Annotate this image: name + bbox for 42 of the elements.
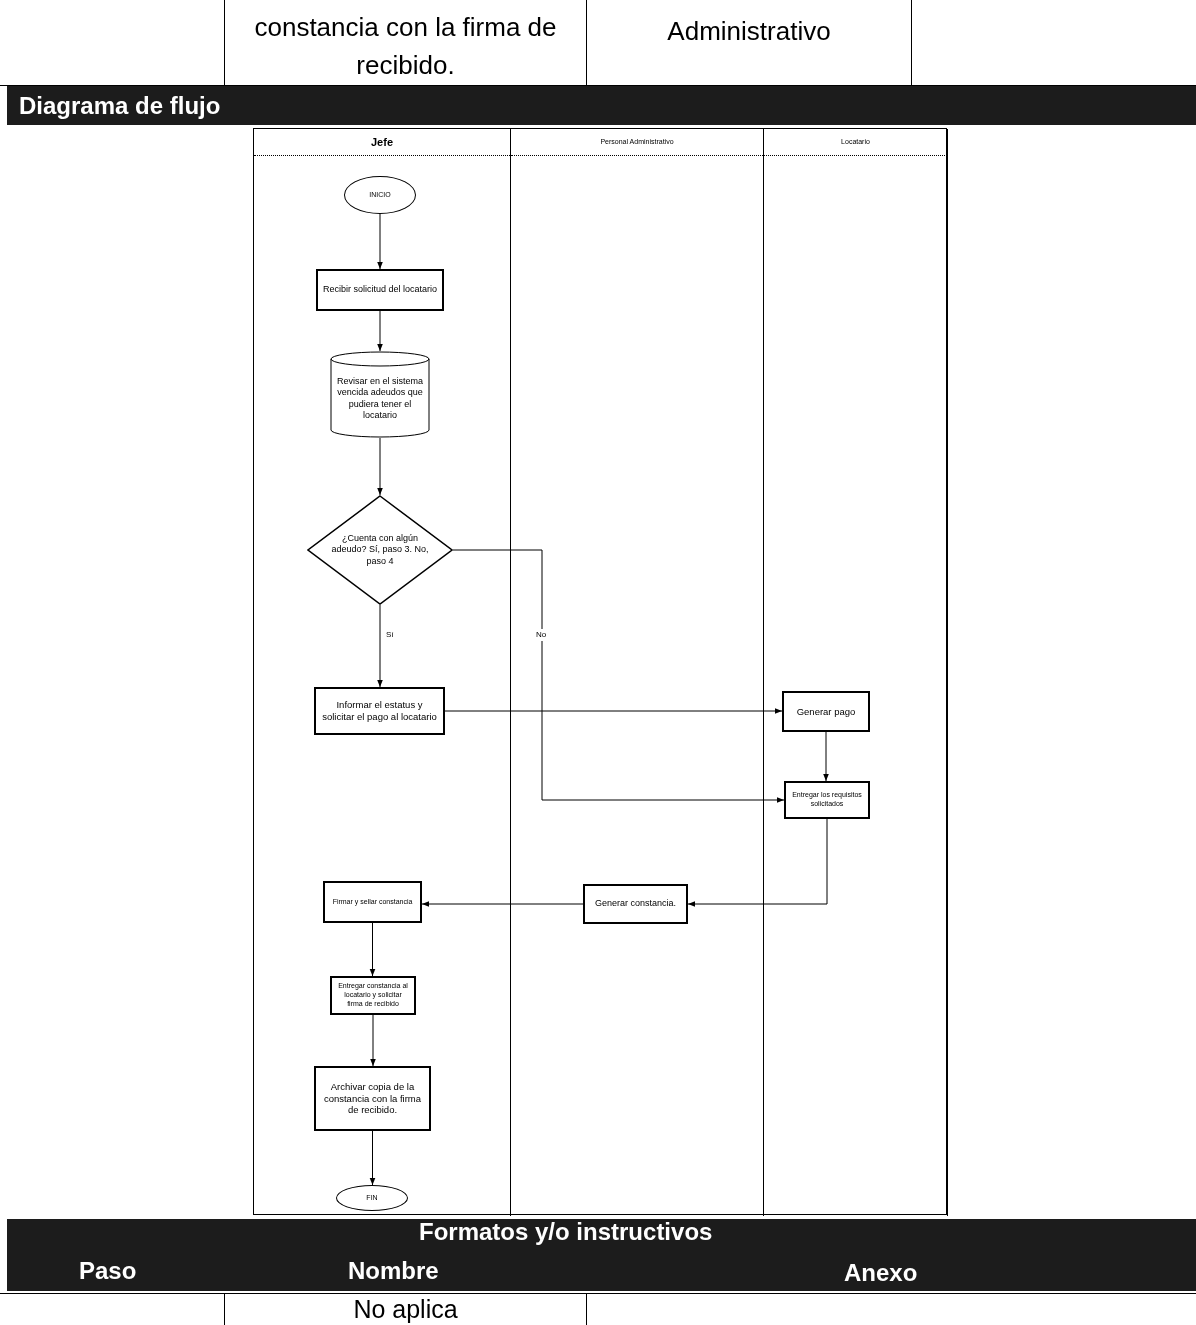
- process-box: [314, 687, 445, 735]
- node-text: Revisar en el sistema vencida adeudos que pudiera tener el locatario: [335, 376, 424, 421]
- arrow: [369, 922, 376, 977]
- arrow: [377, 213, 383, 270]
- arrow: [452, 549, 785, 803]
- column-heading: Paso: [79, 1256, 137, 1286]
- table-cell-text: No aplica: [353, 1297, 458, 1322]
- swimlane: [254, 129, 511, 1216]
- table-cell-text: Administrativo: [667, 15, 831, 48]
- table-cell-text: constancia con la firma de recibido.: [253, 11, 558, 82]
- arrow: [444, 708, 783, 714]
- process-box: [583, 884, 688, 924]
- arrow: [421, 901, 584, 907]
- arrow: [369, 1130, 376, 1186]
- node-text: Recibir solicitud del locatario: [322, 284, 438, 296]
- process-box: [314, 1066, 431, 1131]
- arrow: [377, 604, 383, 688]
- node-text: ¿Cuenta con algún adeudo? Sí, paso 3. No, paso 4: [330, 533, 430, 567]
- process-box: [323, 881, 422, 923]
- process-box: [316, 269, 444, 311]
- arrow: [377, 310, 383, 352]
- edge-label: No: [536, 629, 547, 641]
- arrow: [687, 818, 828, 907]
- node-text: Generar constancia.: [594, 898, 676, 910]
- process-box: [330, 976, 416, 1015]
- section-heading: Formatos y/o instructivos: [419, 1219, 713, 1245]
- node-text: Archivar copia de la constancia con la firma de recibido.: [322, 1080, 423, 1117]
- database-cylinder: [330, 351, 430, 438]
- lane-heading: Jefe: [371, 134, 393, 150]
- process-box: [782, 691, 870, 732]
- arrow: [823, 731, 829, 782]
- node-text: Informar el estatus y solicitar el pago al locatario: [321, 699, 438, 723]
- section-title: Diagrama de flujo: [19, 90, 221, 121]
- arrow: [377, 437, 383, 496]
- swimlane: [511, 129, 764, 1216]
- column-heading: Anexo: [844, 1258, 918, 1288]
- swimlane: [764, 129, 948, 1216]
- column-heading: Nombre: [348, 1256, 439, 1286]
- decision-diamond: [307, 495, 453, 605]
- arrow: [370, 1014, 376, 1067]
- node-text: Generar pago: [796, 705, 856, 718]
- process-box: [784, 781, 870, 819]
